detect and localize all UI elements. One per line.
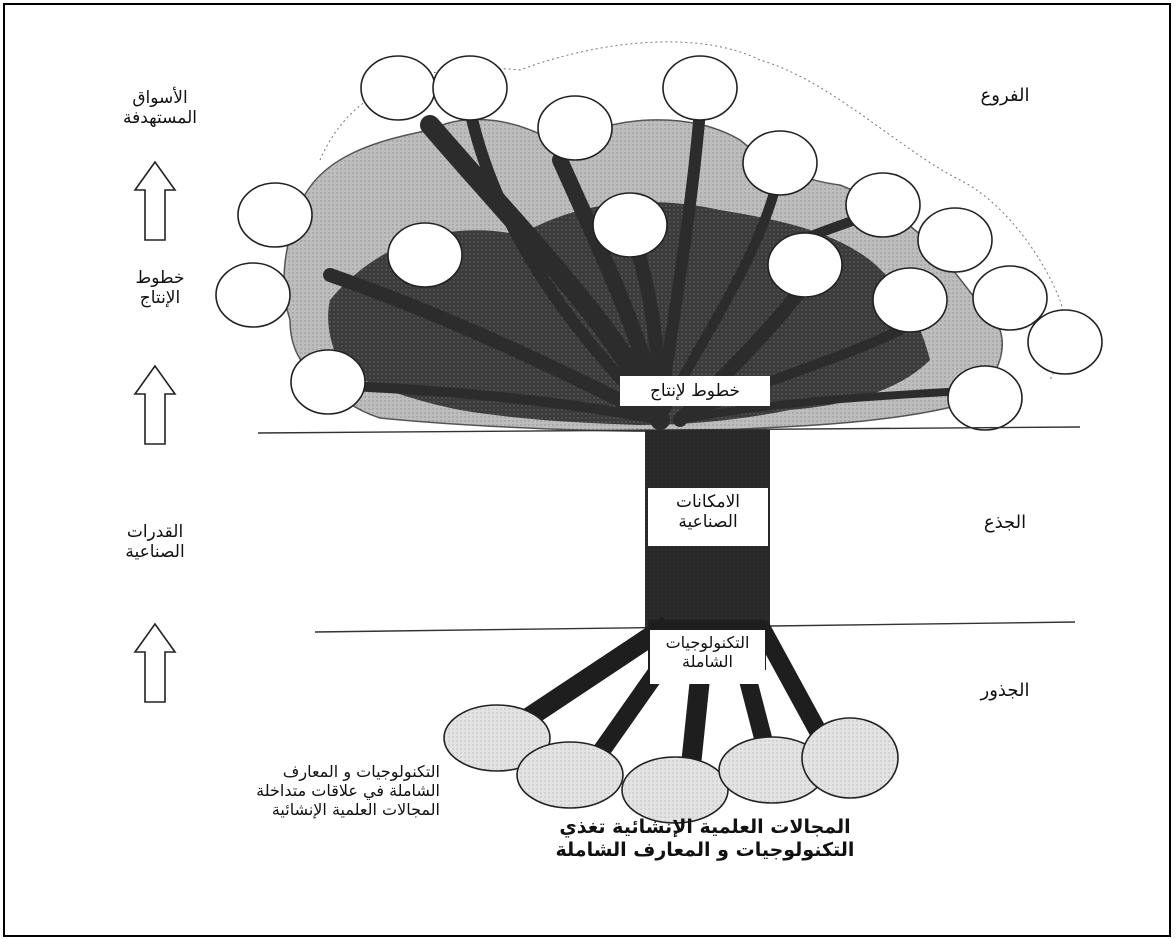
crown-circle [973,266,1047,330]
label-production-lines: خطوط الإنتاج [100,268,220,309]
label-line: خطوط [100,268,220,288]
label-line: الأسواق [100,88,220,108]
crown-circle [433,56,507,120]
crown-circle [846,173,920,237]
root-ellipse [802,718,898,798]
label-line: المجالات العلمية الإنشائية تغذي [515,816,895,839]
label-line: القدرات [95,522,215,542]
label-trunk: الجذع [955,512,1055,534]
crown-circle [663,56,737,120]
label-branches: الفروع [950,85,1060,107]
up-arrows [135,162,175,702]
up-arrow [135,366,175,444]
crown-circle [743,131,817,195]
label-roots: الجذور [955,680,1055,702]
label-line: خطوط لإنتاج [650,381,740,401]
label-target-markets: الأسواق المستهدفة [100,88,220,129]
label-line: الصناعية [648,512,768,532]
crown-circle [768,233,842,297]
label-line: الشاملة في علاقات متداخلة [150,781,440,800]
up-arrow [135,162,175,240]
label-line: الصناعية [95,542,215,562]
label-line: الشاملة [650,652,765,671]
label-line: التكنولوجيات و المعارف [150,762,440,781]
crown-circle [216,263,290,327]
root-ellipses [444,705,898,823]
root-ellipse [622,757,728,823]
label-industrial-capabilities: القدرات الصناعية [95,522,215,563]
crown-circle [538,96,612,160]
crown-circle [593,193,667,257]
crown-circle [1028,310,1102,374]
crown-circle [388,223,462,287]
crown-circle [918,208,992,272]
crown-box-label: خطوط لإنتاج [620,376,770,406]
label-line: التكنولوجيات [650,633,765,652]
roots-box-label: التكنولوجيات الشاملة [650,630,765,684]
label-line: المستهدفة [100,108,220,128]
label-line: الجذور [981,680,1030,701]
label-line: الجذع [984,512,1026,533]
label-line: الامكانات [648,492,768,512]
label-line: الإنتاج [100,288,220,308]
crown-circle [948,366,1022,430]
label-line: الفروع [981,85,1030,106]
crown-circle [361,56,435,120]
up-arrow [135,624,175,702]
bottom-caption: المجالات العلمية الإنشائية تغذي التكنولو… [515,816,895,862]
crown-circle [238,183,312,247]
crown-circle [291,350,365,414]
trunk-box-label: الامكانات الصناعية [648,488,768,546]
label-knowledge-relations: التكنولوجيات و المعارف الشاملة في علاقات… [150,762,440,820]
label-line: التكنولوجيات و المعارف الشاملة [515,839,895,862]
crown-circle [873,268,947,332]
label-line: المجالات العلمية الإنشائية [150,800,440,819]
root-ellipse [517,742,623,808]
